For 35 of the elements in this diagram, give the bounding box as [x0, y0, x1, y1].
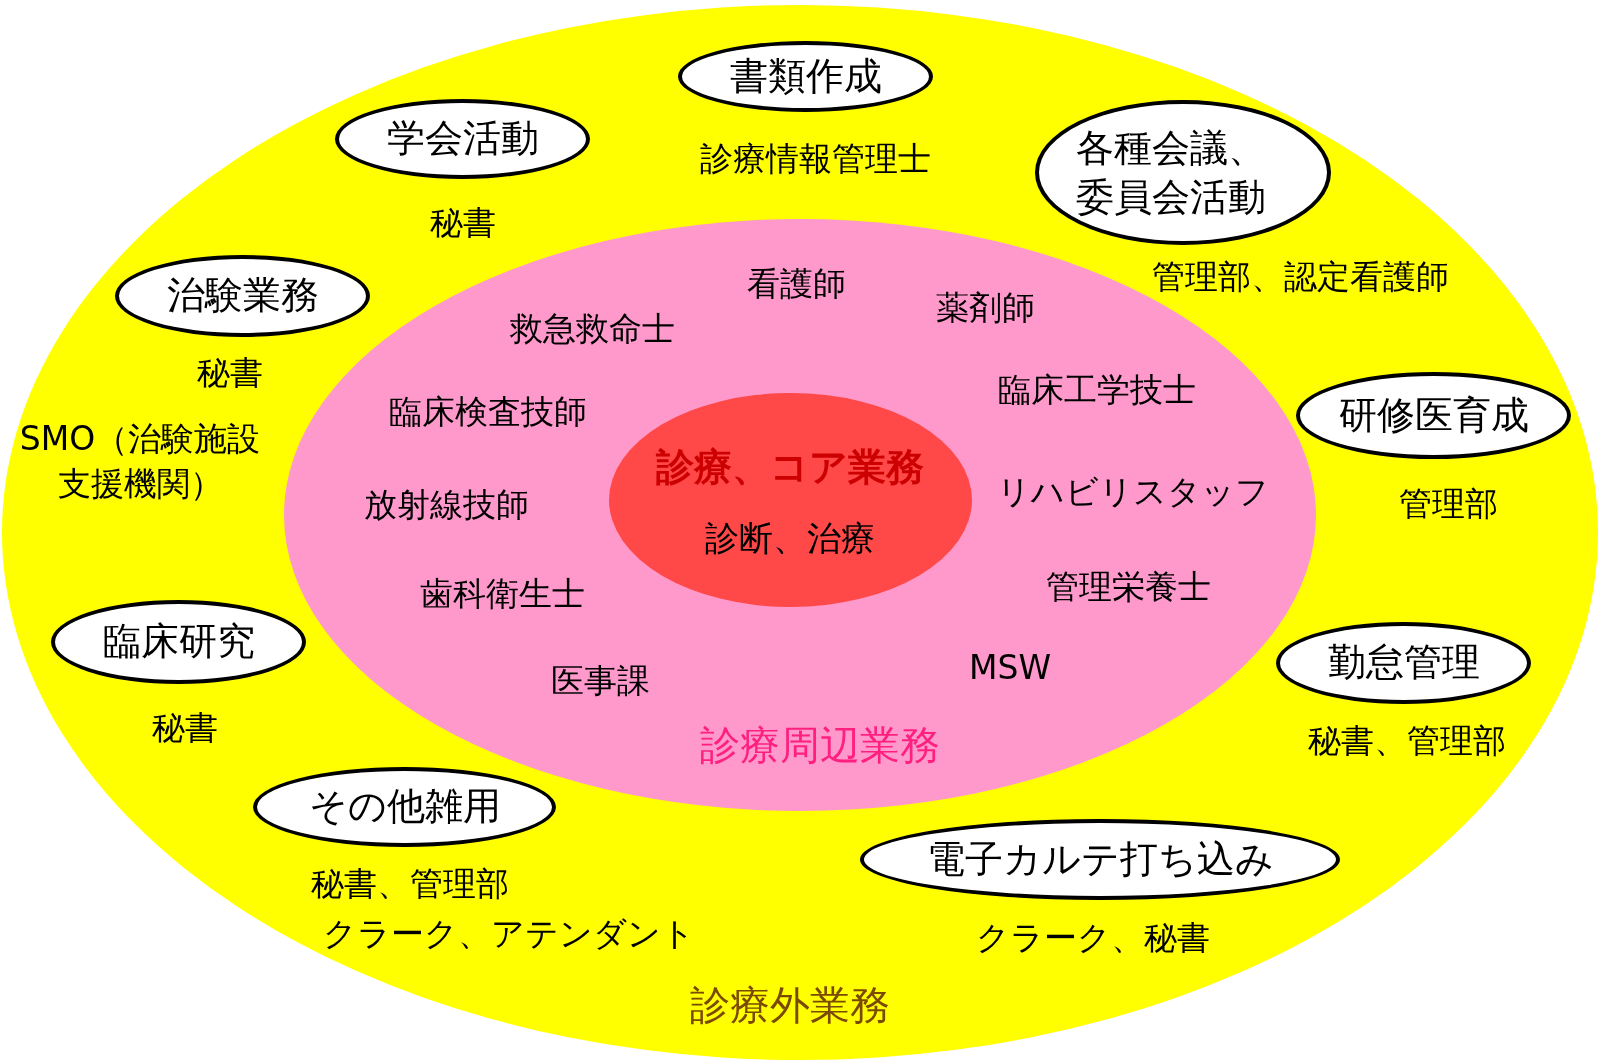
staff-text: 秘書、管理部 [311, 864, 509, 904]
staff-text: 歯科衛生士 [419, 574, 585, 614]
area-title: 診療外業務 [690, 981, 890, 1029]
staff-text: 放射線技師 [363, 485, 529, 525]
task-label: 勤怠管理 [1327, 640, 1480, 686]
area-title: 診療周辺業務 [700, 721, 940, 769]
area-text: 診断、治療 [705, 517, 875, 559]
staff-text: SMO（治験施設支援機関） [18, 418, 262, 505]
staff-text: 診療情報管理士 [699, 139, 931, 179]
staff-text: 秘書 [197, 353, 263, 393]
staff-text: 管理部 [1398, 484, 1498, 524]
staff-text: 看護師 [746, 264, 846, 304]
staff-text: リハビリスタッフ [997, 472, 1269, 512]
task-label: 研修医育成 [1338, 392, 1529, 439]
task-label: 電子カルテ打ち込み [926, 836, 1274, 883]
staff-text: 管理栄養士 [1045, 567, 1211, 607]
area-title: 診療、コア業務 [656, 445, 924, 491]
staff-text: 秘書 [430, 203, 496, 243]
task-label: その他雑用 [308, 784, 501, 830]
staff-text: 管理部、認定看護師 [1151, 257, 1449, 297]
staff-text: 医事課 [550, 661, 650, 701]
staff-text: クラーク、アテンダント [323, 914, 695, 954]
staff-text: 秘書、管理部 [1308, 721, 1506, 761]
staff-text: 臨床工学技士 [998, 370, 1196, 410]
task-label: 学会活動 [386, 116, 539, 162]
staff-text: 秘書 [152, 708, 218, 748]
staff-text: 薬剤師 [935, 288, 1035, 328]
staff-text: 臨床検査技師 [389, 392, 587, 432]
task-label: 臨床研究 [102, 619, 255, 665]
staff-text: 救急救命士 [509, 309, 675, 349]
task-label: 治験業務 [166, 273, 319, 319]
task-label: 書類作成 [729, 53, 882, 100]
task-label: 各種会議、委員会活動 [1075, 124, 1267, 221]
staff-text: MSW [968, 648, 1052, 688]
staff-text: クラーク、秘書 [976, 918, 1210, 958]
